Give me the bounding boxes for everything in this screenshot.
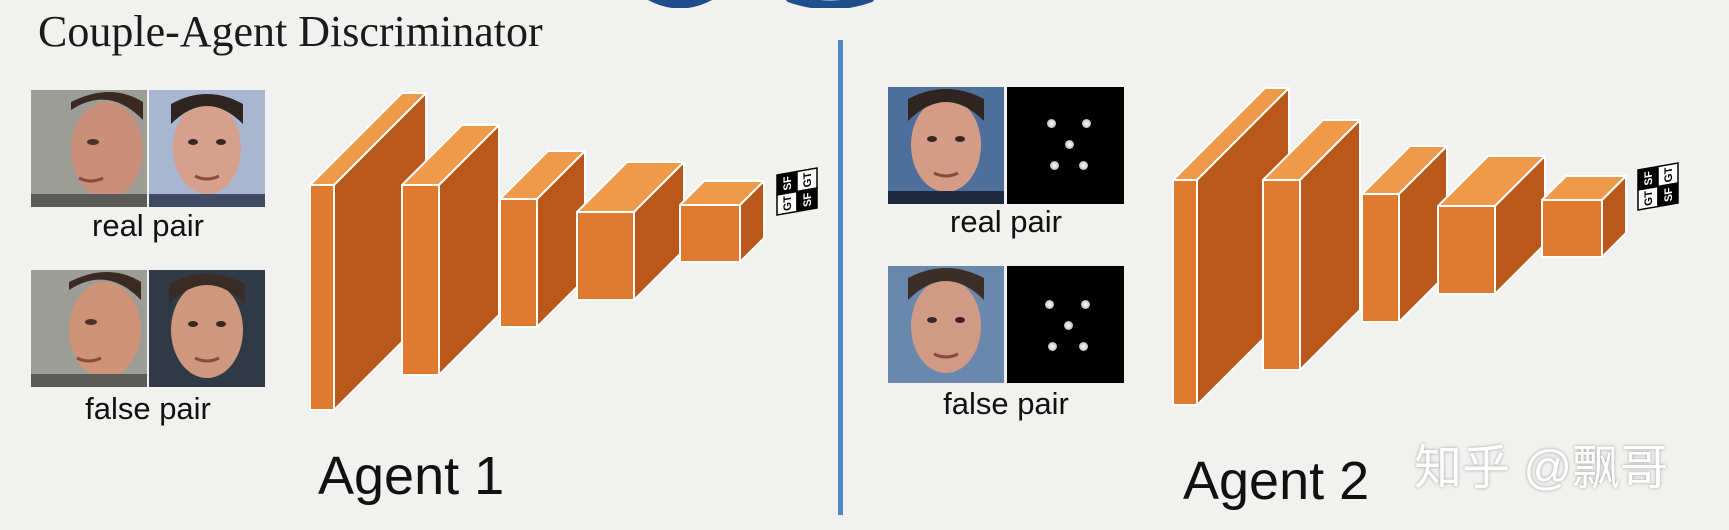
agent1-output-cell-label: SF	[782, 175, 794, 191]
landmark-heatmap-image	[1007, 266, 1124, 383]
section-divider	[838, 40, 843, 515]
agent2-output-cell	[1657, 182, 1679, 208]
cnn-block-front	[401, 184, 440, 376]
face-frontal-image	[888, 87, 1004, 204]
agent1-real-pair-caption: real pair	[92, 208, 204, 243]
agent1-output-cell-label: GT	[802, 171, 814, 189]
agent2-output-cell-label: SF	[1643, 170, 1655, 186]
cnn-block-front	[1361, 193, 1400, 323]
face-profile-image	[31, 90, 147, 207]
agent2-label: Agent 2	[1183, 451, 1370, 511]
cnn-block-front	[679, 204, 741, 263]
agent1-output-cell-label: GT	[782, 194, 794, 212]
cnn-block-front	[1437, 205, 1496, 295]
landmark-dot	[1081, 300, 1090, 309]
landmark-dot	[1082, 119, 1091, 128]
agent2-real-pair-caption: real pair	[950, 204, 1062, 239]
agent2-output-cell-label: GT	[1663, 166, 1675, 184]
landmark-heatmap-image	[1007, 87, 1124, 204]
agent1-output-cell	[796, 187, 818, 213]
landmark-dot	[1045, 300, 1054, 309]
agent2-output-cell-label: GT	[1643, 189, 1655, 207]
face-frontal-image	[149, 90, 265, 207]
face-profile-image	[31, 270, 147, 387]
landmark-dot	[1048, 342, 1057, 351]
cnn-block-front	[1262, 179, 1301, 371]
face-frontal-image	[888, 266, 1004, 383]
agent2-output-cell-label: SF	[1663, 186, 1675, 202]
landmark-dot	[1047, 119, 1056, 128]
cnn-block-front	[1541, 199, 1603, 258]
face-frontal-image	[149, 270, 265, 387]
agent2-false-pair-caption: false pair	[943, 386, 1069, 421]
agent1-output-grid: SF GT GT SF	[776, 167, 818, 216]
landmark-dot	[1050, 161, 1059, 170]
agent1-output-cell-label: SF	[802, 191, 814, 207]
watermark-text: 知乎 @飘哥	[1414, 442, 1669, 495]
cnn-block-front	[1172, 179, 1198, 406]
header-partial	[640, 0, 910, 8]
landmark-dot	[1064, 321, 1073, 330]
landmark-dot	[1065, 140, 1074, 149]
cnn-block-front	[576, 211, 635, 301]
agent1-label: Agent 1	[318, 446, 505, 506]
agent1-false-pair-caption: false pair	[85, 391, 211, 426]
diagram-title: Couple-Agent Discriminator	[38, 7, 543, 56]
cnn-block-front	[309, 184, 335, 411]
landmark-dot	[1079, 161, 1088, 170]
cnn-block-front	[499, 198, 538, 328]
landmark-dot	[1079, 342, 1088, 351]
agent2-output-grid: SF GT GT SF	[1637, 162, 1679, 211]
